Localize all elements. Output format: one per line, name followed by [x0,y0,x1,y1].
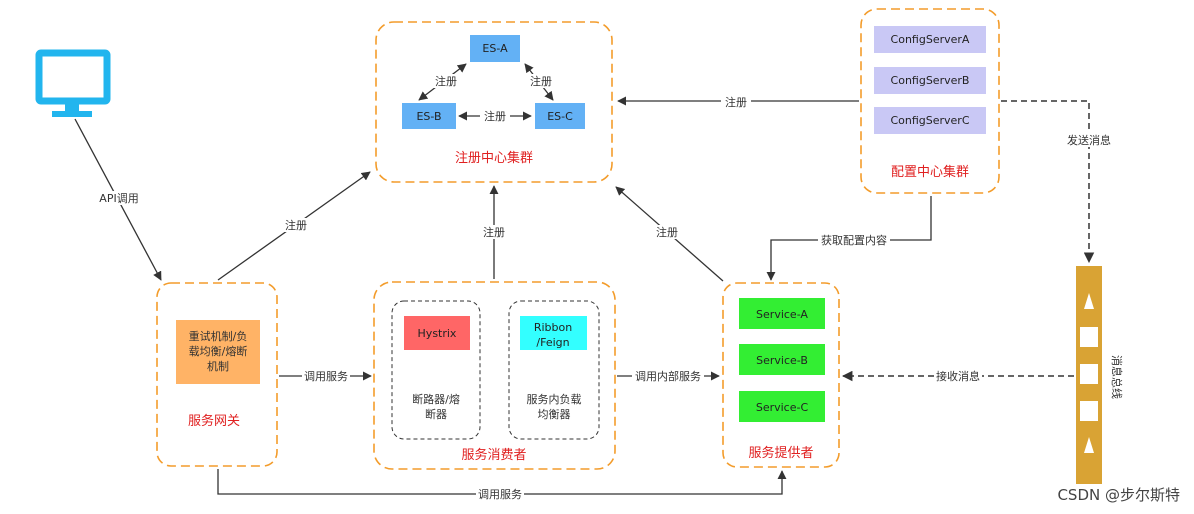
provider-container: Service-A Service-B Service-C 服务提供者 [722,282,840,468]
config-title: 配置中心集群 [891,164,969,180]
bus-arrow-bottom-icon [1084,437,1094,453]
ribbon-feign-box [520,316,587,350]
es-b-node [402,103,456,129]
es-b-label: ES-B [416,110,441,123]
svg-text:Hystrix: Hystrix [418,327,457,340]
config-server-c [874,107,986,134]
es-edge-label-middle: 注册 [484,109,506,123]
consumer-container: Hystrix 断路器/熔 断器 Ribbon /Feign 服务内负载 均衡器… [373,281,616,470]
gateway-container: 重试机制/负 载均衡/熔断 机制 服务网关 [156,282,278,467]
gateway-register-label: 注册 [285,218,307,232]
es-c-label: ES-C [547,110,573,123]
svg-text:载均衡/熔断: 载均衡/熔断 [189,344,248,358]
svg-text:均衡器: 均衡器 [538,408,571,421]
bus-label: 消息总线 [1110,355,1124,399]
gateway-provider-label: 调用服务 [478,488,522,501]
monitor-icon [35,49,111,117]
consumer-provider-label: 调用内部服务 [635,369,701,383]
config-server-b [874,67,986,94]
gateway-mechanism-box [176,320,260,384]
svg-text:Service-C: Service-C [756,401,809,414]
svg-text:Service-A: Service-A [756,308,808,321]
svg-text:断器: 断器 [425,407,447,421]
hystrix-box [404,316,470,350]
service-a-box [739,298,825,329]
es-edge-label-left: 注册 [435,74,457,88]
bus-arrow-top-icon [1084,293,1094,309]
registry-title: 注册中心集群 [455,150,533,166]
svg-text:ConfigServerA: ConfigServerA [891,33,970,46]
svg-text:服务内负载: 服务内负载 [527,392,582,406]
config-register-label: 注册 [725,95,747,109]
config-cluster: ConfigServerA ConfigServerB ConfigServer… [860,8,1000,194]
es-a-node [470,35,520,62]
api-call-label: API调用 [99,192,138,205]
svg-text:机制: 机制 [207,359,229,373]
fetch-config-label: 获取配置内容 [821,233,887,247]
svg-text:重试机制/负: 重试机制/负 [189,329,248,343]
provider-title: 服务提供者 [748,445,813,461]
svg-text:/Feign: /Feign [536,336,569,349]
watermark: CSDN @步尔斯特 [1057,486,1180,504]
svg-text:Ribbon: Ribbon [534,321,572,334]
svg-text:ConfigServerB: ConfigServerB [891,74,970,87]
edge-send-message [1001,100,1095,264]
config-server-a [874,26,986,53]
receive-message-label: 接收消息 [936,369,980,383]
svg-text:Service-B: Service-B [756,354,808,367]
service-b-box [739,344,825,375]
svg-text:ConfigServerC: ConfigServerC [890,114,969,127]
message-bus: 消息总线 [1076,266,1124,484]
es-a-label: ES-A [482,42,508,55]
send-message-label: 发送消息 [1067,133,1111,147]
gateway-consumer-label: 调用服务 [304,370,348,383]
connections: API调用 注册 注册 注册 注册 获取配置内容 调用服务 调用内部服务 调用服 [74,95,1113,501]
service-c-box [739,391,825,422]
es-edge-label-right: 注册 [530,74,552,88]
gateway-title: 服务网关 [188,413,240,429]
consumer-title: 服务消费者 [461,447,526,463]
svg-text:断路器/熔: 断路器/熔 [412,392,460,406]
consumer-register-label: 注册 [483,225,505,239]
registry-cluster: ES-A ES-B ES-C 注册 注册 注册 注册中心集群 [375,21,613,183]
provider-register-label: 注册 [656,225,678,239]
es-c-node [535,103,585,129]
